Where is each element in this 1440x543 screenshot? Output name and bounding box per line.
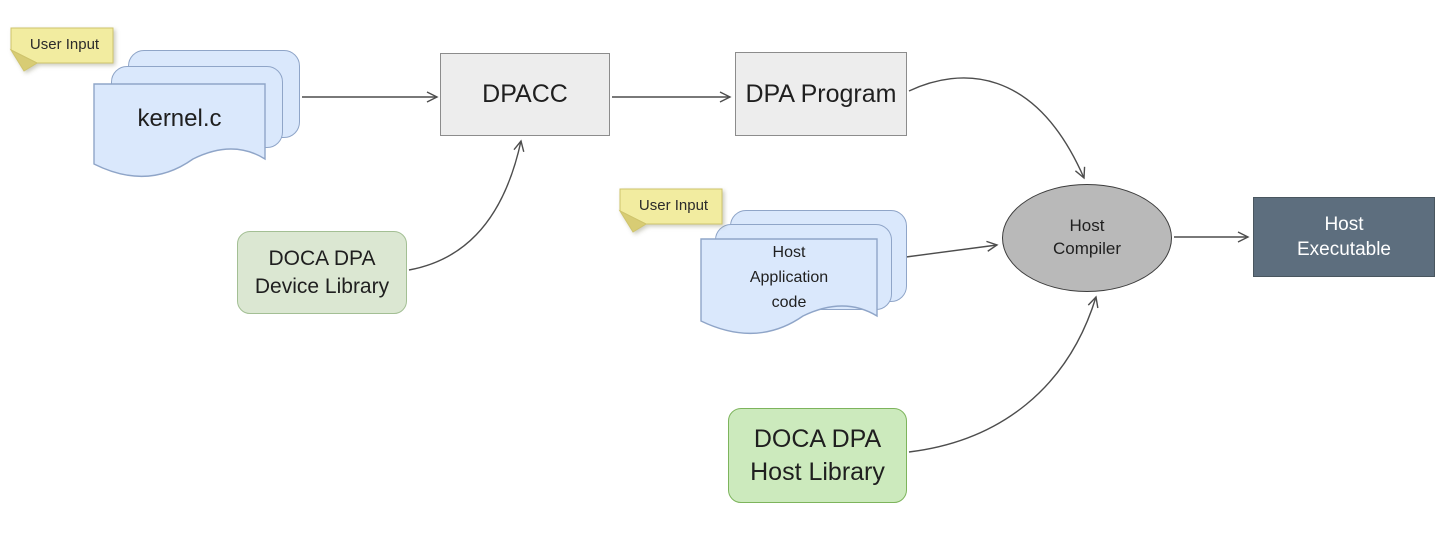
user-input-note-1 [9,27,114,72]
host-compiler-line2: Compiler [1052,239,1122,258]
dpacc-label: DPACC [482,80,568,109]
arrow-device-library-to-dpacc [408,139,525,271]
arrow-dpa-program-to-host-compiler [908,77,1086,180]
dpa-program-box: DPA Program [735,52,907,136]
arrow-host-library-to-host-compiler [908,295,1099,453]
host-app-line3: code [771,294,807,311]
host-executable-line1: Host [1324,213,1364,235]
kernel-label: kernel.c [137,105,222,132]
host-app-line2: Application [749,269,829,286]
host-library-box: DOCA DPA Host Library [728,408,907,503]
dpacc-box: DPACC [440,53,610,136]
device-library-line1: DOCA DPA [268,247,376,271]
user-input-note-2-label: User Input [638,197,709,214]
device-library-line2: Device Library [254,274,390,298]
device-library-box: DOCA DPA Device Library [237,231,407,314]
host-app-doc-front [700,238,878,335]
host-library-line1: DOCA DPA [753,425,882,453]
user-input-note-1-label: User Input [29,36,100,53]
host-compiler-line1: Host [1069,216,1105,236]
host-library-line2: Host Library [750,457,885,486]
host-executable-line2: Executable [1296,239,1391,260]
dpa-program-label: DPA Program [745,79,897,108]
kernel-doc-front [93,83,266,178]
user-input-note-2 [618,188,723,233]
host-app-label: Host Application code [700,240,878,315]
host-compiler-ellipse: Host Compiler [1002,184,1172,292]
host-app-line1: Host [772,244,806,261]
arrow-host-app-to-host-compiler [905,240,999,258]
host-executable-box: Host Executable [1253,197,1435,277]
